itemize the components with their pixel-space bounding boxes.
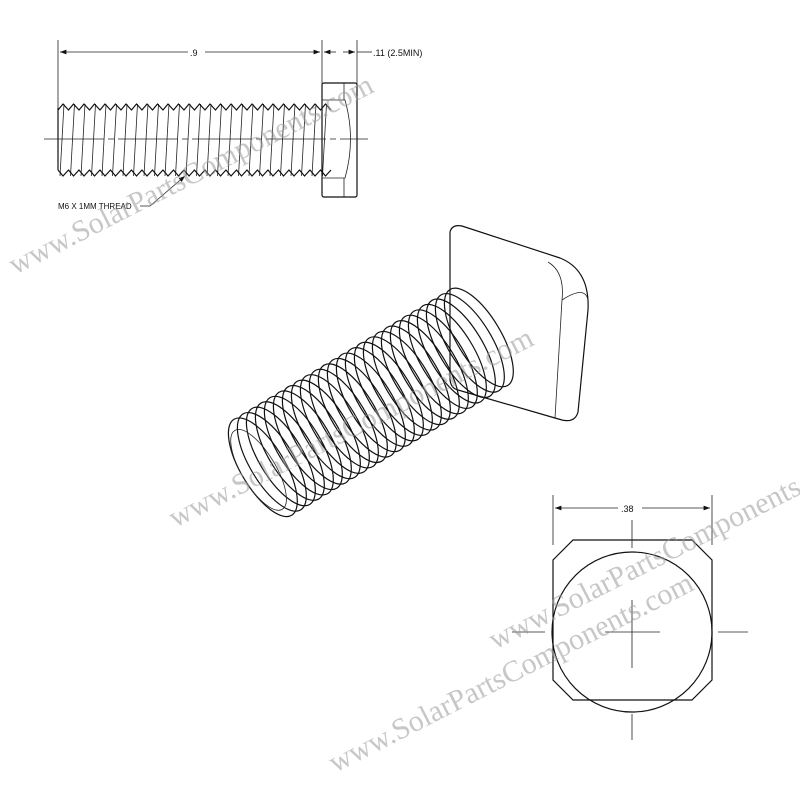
bolt-head-side — [321, 82, 358, 198]
thread-profile — [57, 103, 332, 177]
bolt-head-iso — [449, 225, 589, 422]
thread-callout: M6 X 1MM THREAD — [58, 202, 132, 211]
width-dimension: .38 — [621, 504, 634, 514]
thread-leader — [140, 175, 186, 207]
watermark: www.SolarPartsComponents.com — [323, 566, 699, 779]
isometric-view — [227, 225, 589, 518]
thread-circle — [551, 551, 713, 713]
head-dimension: .11 (2.5MIN) — [373, 48, 422, 58]
end-view: .38 — [512, 495, 748, 740]
length-dimension: .9 — [190, 48, 198, 58]
thread-cylinder — [227, 287, 514, 518]
bolt-head-end — [552, 539, 713, 701]
side-view: .9 .11 (2.5MIN) M6 X 1MM THREAD — [44, 40, 422, 211]
